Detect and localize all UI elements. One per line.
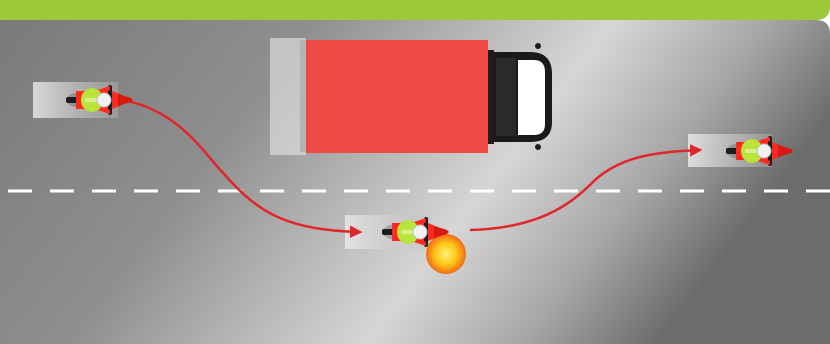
truck-windshield [518,60,545,135]
truck-rear-door [300,40,306,152]
truck [270,38,552,155]
mirror-icon [535,43,541,49]
header-bar [0,0,830,20]
truck-cargo-box [306,40,488,153]
hazard-marker [426,234,466,274]
mirror-icon [535,144,541,150]
